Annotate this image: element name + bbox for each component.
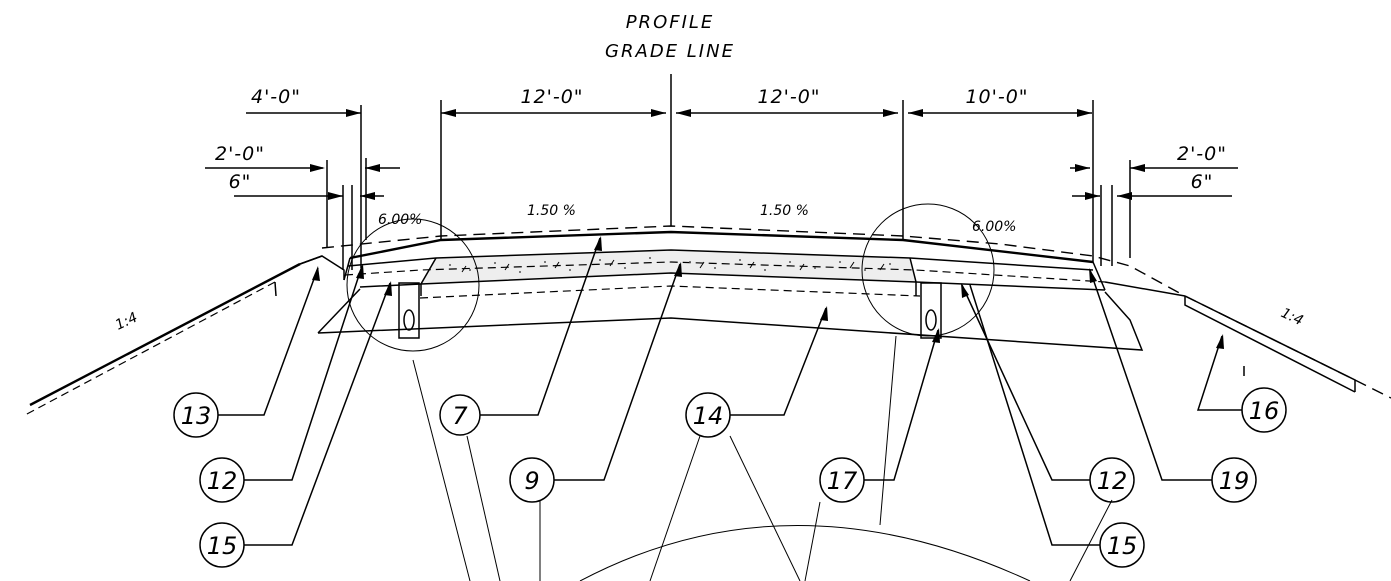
svg-text:13: 13: [181, 402, 212, 430]
right-side-slope: [1184, 295, 1356, 393]
callout-leaders: [218, 236, 1242, 581]
dim-lane-right: 12'-0": [757, 86, 820, 108]
svg-text:17: 17: [827, 467, 858, 495]
slope-right-lane: 1.50 %: [760, 203, 809, 219]
slope-left-side: 1:4: [113, 310, 140, 334]
svg-text:12: 12: [207, 467, 238, 495]
callout-7: 7: [439, 394, 481, 436]
svg-text:15: 15: [1107, 532, 1138, 560]
dim-right-curb: 6": [1191, 171, 1214, 193]
callout-12-left: 12: [199, 457, 245, 503]
left-underdrain: [398, 282, 420, 339]
existing-grade-line: [321, 225, 1391, 399]
callout-15-right: 15: [1099, 522, 1145, 568]
aggregate-texture: [449, 257, 891, 273]
slope-left-lane: 1.50 %: [527, 203, 576, 219]
callout-16: 16: [1241, 387, 1287, 433]
dim-right-offset: 2'-0": [1177, 143, 1227, 165]
svg-text:9: 9: [524, 467, 539, 495]
left-detail-circle: [346, 218, 480, 352]
slope-right-side: 1:4: [1278, 305, 1305, 329]
callout-15-left: 15: [199, 522, 245, 568]
callout-17: 17: [819, 457, 865, 503]
title-line-2: GRADE LINE: [605, 41, 735, 62]
right-offset-dimensions: [1070, 160, 1238, 266]
callout-19: 19: [1211, 457, 1257, 503]
slope-right-shoulder: 6.00%: [972, 219, 1016, 235]
left-side-slope: [24, 255, 323, 416]
callout-14: 14: [685, 392, 731, 438]
dim-right-shoulder: 10'-0": [965, 86, 1028, 108]
svg-text:14: 14: [693, 402, 724, 430]
svg-text:7: 7: [452, 402, 468, 430]
svg-text:15: 15: [207, 532, 238, 560]
svg-text:19: 19: [1219, 467, 1250, 495]
callout-13: 13: [173, 392, 219, 438]
aggregate-layer: [421, 250, 916, 284]
left-offset-dimensions: [205, 158, 400, 270]
title-line-1: PROFILE: [626, 12, 715, 33]
right-detail-circle: [861, 203, 995, 337]
bottom-detail-arc: [579, 525, 1031, 581]
dim-left-curb: 6": [229, 171, 252, 193]
dim-left-shoulder: 4'-0": [251, 86, 301, 108]
callout-12-right: 12: [1089, 457, 1135, 503]
dim-left-offset: 2'-0": [215, 143, 265, 165]
dim-lane-left: 12'-0": [520, 86, 583, 108]
callout-9: 9: [509, 457, 555, 503]
right-underdrain: [920, 282, 942, 339]
svg-text:16: 16: [1249, 397, 1280, 425]
svg-text:12: 12: [1097, 467, 1128, 495]
top-dimension-line: [246, 100, 1094, 268]
pavement-section: [299, 225, 1391, 399]
pavement-surface: [349, 230, 1094, 264]
